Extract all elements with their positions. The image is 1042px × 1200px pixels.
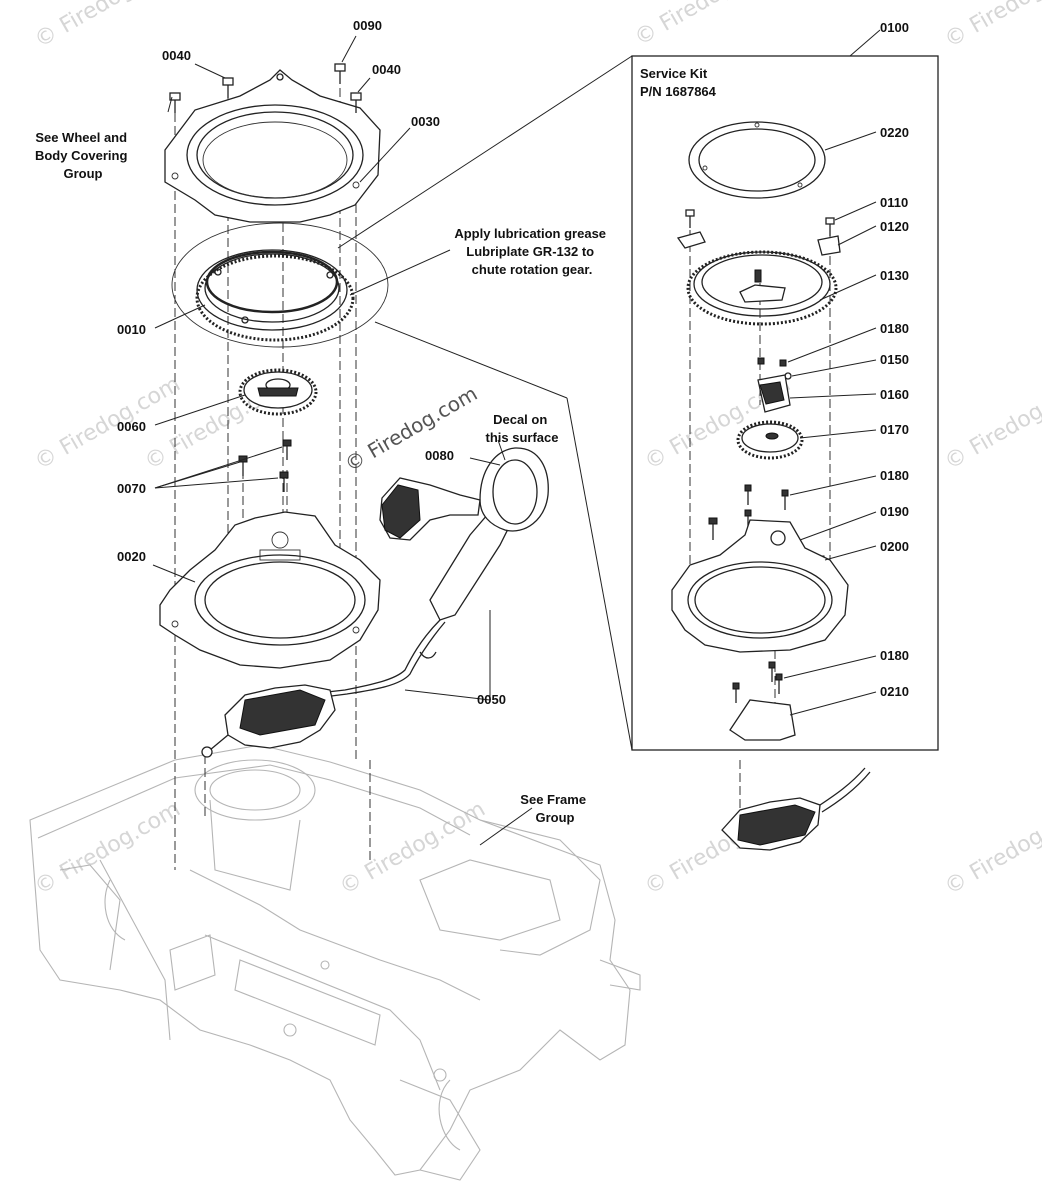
label-0220: 0220: [880, 125, 909, 140]
label-0050: 0050: [477, 692, 506, 707]
part-0170-gear: [736, 420, 804, 460]
screws-top: [169, 63, 362, 113]
note-wheel-group: See Wheel and Body Covering Group: [35, 130, 131, 181]
label-0170: 0170: [880, 422, 909, 437]
label-0200: 0200: [880, 539, 909, 554]
note-frame-group: See Frame Group: [520, 792, 589, 825]
label-0100: 0100: [880, 20, 909, 35]
note-decal: Decal on this surface: [486, 412, 559, 445]
label-0020: 0020: [117, 549, 146, 564]
part-0030-top-plate: [164, 69, 381, 223]
watermark-top-left: © Firedog.com: [31, 0, 185, 53]
watermark-low-center: © Firedog.com: [336, 797, 490, 900]
note-lubrication: Apply lubrication grease Lubriplate GR-1…: [454, 226, 609, 277]
label-0030: 0030: [411, 114, 440, 129]
label-0160: 0160: [880, 387, 909, 402]
service-kit-box: [337, 55, 939, 751]
label-0180-bottom: 0180: [880, 648, 909, 663]
part-0060-drive-gear: [238, 368, 318, 416]
label-0070: 0070: [117, 481, 146, 496]
part-0130-gear-ring: [686, 250, 838, 326]
label-0210: 0210: [880, 684, 909, 699]
label-0060: 0060: [117, 419, 146, 434]
part-0050-chute-lever: [299, 447, 549, 701]
part-0220-ring: [688, 121, 826, 199]
part-gearbox-right: [721, 767, 871, 851]
watermark-top-right: © Firedog.com: [941, 0, 1042, 53]
label-0010: 0010: [117, 322, 146, 337]
label-0190: 0190: [880, 504, 909, 519]
label-0180-mid: 0180: [880, 468, 909, 483]
label-0040-left: 0040: [162, 48, 191, 63]
label-0120: 0120: [880, 219, 909, 234]
watermark-center: © Firedog.com: [341, 381, 482, 476]
part-0190-plate: [671, 519, 849, 653]
note-service-kit: Service Kit P/N 1687864: [640, 66, 717, 99]
screws-0070: [238, 439, 292, 492]
leader-lines: [152, 29, 881, 846]
part-labels: 0040 0090 0040 0030 0010 0060 0070 0080 …: [117, 18, 909, 707]
watermark-top-mid: © Firedog.com: [631, 0, 785, 51]
part-0110-clips: [676, 209, 841, 256]
part-gearbox-left: [201, 684, 336, 758]
label-0180-top: 0180: [880, 321, 909, 336]
label-0110: 0110: [880, 195, 908, 210]
part-0160-housing: [757, 357, 792, 413]
watermark-mid-far-right: © Firedog.com: [941, 372, 1042, 475]
label-0040-right: 0040: [372, 62, 401, 77]
label-0090: 0090: [353, 18, 382, 33]
label-0080: 0080: [425, 448, 454, 463]
notes: See Wheel and Body Covering Group Apply …: [35, 66, 717, 825]
watermark-low-far-right: © Firedog.com: [941, 797, 1042, 900]
part-0020-bottom-plate: [159, 511, 381, 669]
label-0130: 0130: [880, 268, 909, 283]
part-0010-ring-gear: [171, 222, 389, 348]
label-0150: 0150: [880, 352, 909, 367]
frame-outline: [29, 744, 641, 1181]
part-0210-bracket: [729, 661, 796, 741]
